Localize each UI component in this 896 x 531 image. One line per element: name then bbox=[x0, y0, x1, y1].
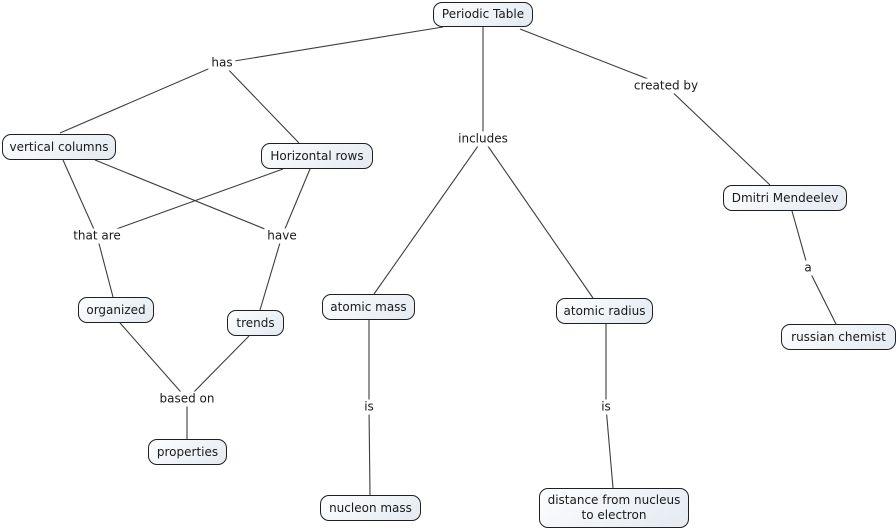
link-label-based-on[interactable]: based on bbox=[156, 391, 218, 407]
concept-node-dmitri-mendeelev[interactable]: Dmitri Mendeelev bbox=[723, 185, 847, 211]
concept-node-periodic-table[interactable]: Periodic Table bbox=[433, 2, 533, 27]
concept-node-horizontal-rows[interactable]: Horizontal rows bbox=[261, 143, 373, 169]
edge-periodic-table-has bbox=[59, 26, 444, 144]
edge-based-on bbox=[119, 322, 250, 439]
link-label-have[interactable]: have bbox=[264, 228, 300, 244]
concept-node-atomic-mass[interactable]: atomic mass bbox=[322, 294, 415, 320]
link-label-includes[interactable]: includes bbox=[455, 131, 511, 147]
concept-node-distance-nucleus-electron[interactable]: distance from nucleus to electron bbox=[539, 488, 689, 528]
link-label-a[interactable]: a bbox=[801, 260, 815, 276]
concept-node-russian-chemist[interactable]: russian chemist bbox=[781, 324, 896, 350]
link-label-is-2[interactable]: is bbox=[598, 399, 614, 415]
link-label-is-1[interactable]: is bbox=[361, 399, 377, 415]
link-label-created-by[interactable]: created by bbox=[630, 78, 702, 94]
concept-node-nucleon-mass[interactable]: nucleon mass bbox=[320, 495, 421, 521]
link-label-that-are[interactable]: that are bbox=[70, 228, 124, 244]
concept-node-properties[interactable]: properties bbox=[148, 439, 227, 465]
concept-node-vertical-columns[interactable]: vertical columns bbox=[2, 134, 116, 160]
concept-node-organized[interactable]: organized bbox=[78, 297, 154, 323]
concept-node-trends[interactable]: trends bbox=[227, 310, 284, 336]
concept-node-atomic-radius[interactable]: atomic radius bbox=[556, 298, 653, 324]
edge-periodic-table-includes bbox=[373, 27, 594, 299]
link-label-has[interactable]: has bbox=[208, 55, 236, 71]
edge-periodic-table-created-by bbox=[519, 28, 771, 186]
